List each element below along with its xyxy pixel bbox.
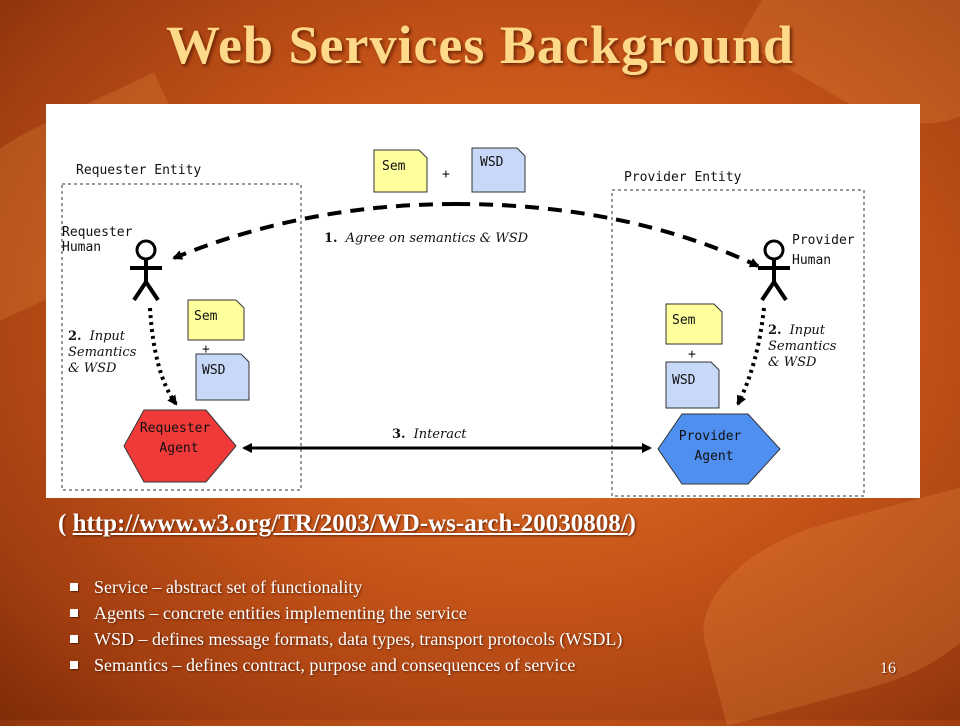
step1-label: 1. Agree on semantics & WSD xyxy=(324,229,529,246)
square-bullet-icon xyxy=(70,635,78,643)
web-services-diagram: Requester Entity Provider Entity Sem + W… xyxy=(46,104,920,498)
svg-text:Requester Agent: Requester Agent xyxy=(140,421,218,456)
square-bullet-icon xyxy=(70,609,78,617)
step3-label: 3. Interact xyxy=(392,425,467,442)
source-prefix: ( xyxy=(58,510,73,537)
wsd-document-icon: WSD xyxy=(471,147,526,193)
provider-human-stick-figure xyxy=(758,239,790,302)
provider-agent-hexagon: Provider Agent xyxy=(657,413,781,485)
provider-wsd-document-icon: WSD xyxy=(665,361,720,409)
square-bullet-icon xyxy=(70,583,78,591)
source-url-link[interactable]: http://www.w3.org/TR/2003/WD-ws-arch-200… xyxy=(72,510,628,537)
requester-human-stick-figure xyxy=(130,239,162,302)
requester-wsd-document-icon: WSD xyxy=(195,353,250,401)
step1-arrow-to-provider xyxy=(455,202,760,268)
svg-text:Sem: Sem xyxy=(672,313,696,328)
requester-agent-hexagon: Requester Agent xyxy=(123,409,237,483)
bullet-list: Service – abstract set of functionality … xyxy=(70,574,622,678)
svg-text:Sem: Sem xyxy=(382,159,406,174)
background-leaf xyxy=(683,484,960,726)
step2-requester-label: 2. Input Semantics & WSD xyxy=(68,327,140,376)
svg-text:Provider Agent: Provider Agent xyxy=(679,429,749,464)
provider-human-label: Provider Human xyxy=(792,233,862,268)
step2-provider-label: 2. Input Semantics & WSD xyxy=(768,321,840,370)
provider-entity-label: Provider Entity xyxy=(624,170,742,185)
source-suffix: ) xyxy=(627,510,636,537)
bullet-item: Semantics – defines contract, purpose an… xyxy=(70,652,622,678)
plus-sign: + xyxy=(442,167,450,182)
bullet-item: Service – abstract set of functionality xyxy=(70,574,622,600)
bullet-item: WSD – defines message formats, data type… xyxy=(70,626,622,652)
svg-text:WSD: WSD xyxy=(202,363,226,378)
requester-sem-document-icon: Sem xyxy=(187,299,245,341)
step2-requester-arrow xyxy=(148,307,178,406)
requester-entity-label: Requester Entity xyxy=(76,163,201,178)
slide-title: Web Services Background xyxy=(165,15,795,75)
step2-provider-arrow xyxy=(736,307,766,406)
bullet-item: Agents – concrete entities implementing … xyxy=(70,600,622,626)
provider-sem-document-icon: Sem xyxy=(665,303,723,345)
requester-plus-sign: + xyxy=(202,342,210,357)
source-reference: ( http://www.w3.org/TR/2003/WD-ws-arch-2… xyxy=(58,510,636,538)
svg-text:WSD: WSD xyxy=(480,155,504,170)
square-bullet-icon xyxy=(70,661,78,669)
step1-arrow-to-requester xyxy=(172,202,457,260)
svg-text:Sem: Sem xyxy=(194,309,218,324)
sem-document-icon: Sem xyxy=(373,149,428,193)
page-number: 16 xyxy=(880,660,896,677)
provider-entity-box xyxy=(611,189,865,497)
requester-human-label: Requester Human xyxy=(62,225,140,255)
svg-text:WSD: WSD xyxy=(672,373,696,388)
provider-plus-sign: + xyxy=(688,347,696,362)
requester-entity-box xyxy=(61,183,302,491)
